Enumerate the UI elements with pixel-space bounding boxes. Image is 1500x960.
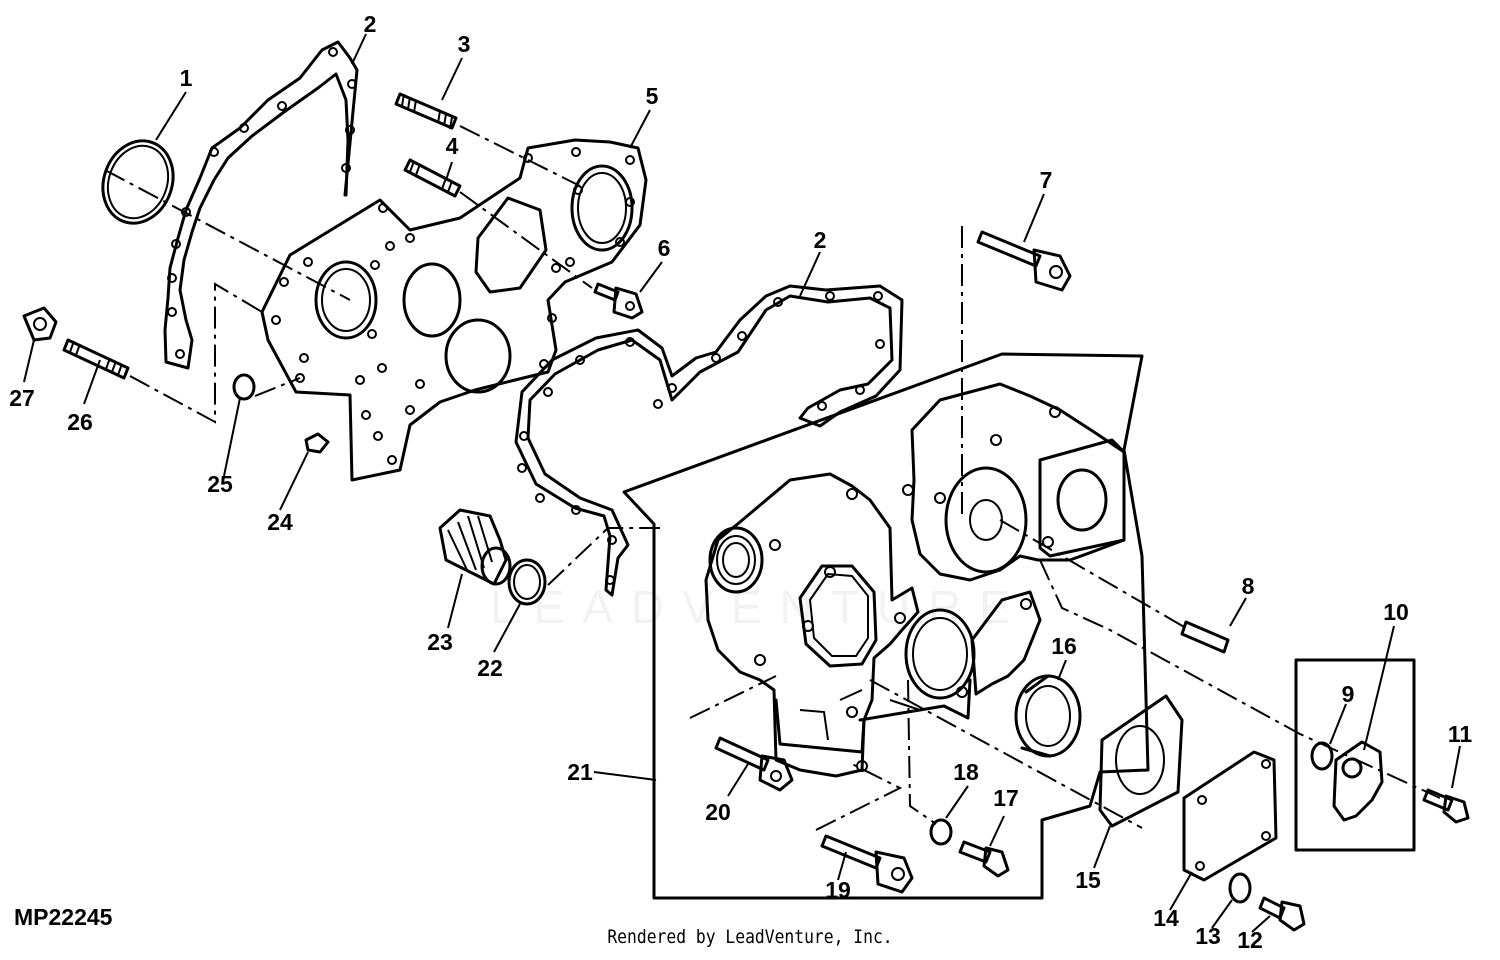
washer-part-18 xyxy=(929,818,953,846)
washer-part-13 xyxy=(1228,872,1252,904)
front-plate-part-5 xyxy=(260,138,648,482)
callout-17: 17 xyxy=(993,785,1019,811)
o-ring-part-25 xyxy=(232,373,256,401)
bolt-part-12 xyxy=(1258,896,1306,932)
callout-16: 16 xyxy=(1051,633,1077,659)
bolt-part-6 xyxy=(593,282,644,320)
watermark: LEADVENTURE xyxy=(490,581,1028,633)
callout-19: 19 xyxy=(825,877,851,903)
assembly-line-right-5 xyxy=(815,763,903,831)
dowel-part-24 xyxy=(304,432,330,454)
gasket-part-2-rear xyxy=(163,40,359,370)
assembly-line-left-1 xyxy=(104,169,351,301)
callout-23: 23 xyxy=(427,629,453,655)
gasket-part-2-front xyxy=(514,284,904,597)
callout-12: 12 xyxy=(1237,927,1263,953)
stud-part-8 xyxy=(1180,620,1230,654)
callout-26: 26 xyxy=(67,409,93,435)
callout-18: 18 xyxy=(953,759,979,785)
callout-11: 11 xyxy=(1448,721,1473,747)
oil-seal-part-16 xyxy=(1014,674,1082,758)
assembly-line-right-4 xyxy=(689,675,777,719)
footer-credit: Rendered by LeadVenture, Inc. xyxy=(607,926,893,948)
bolt-part-17 xyxy=(958,840,1010,878)
assembly-box-21 xyxy=(622,352,1150,900)
callout-2-front-gasket: 2 xyxy=(814,227,827,253)
assembly-line-mid-1 xyxy=(547,527,660,586)
cover-plate-part-14 xyxy=(1182,750,1278,882)
callout-22: 22 xyxy=(477,655,503,681)
callout-7: 7 xyxy=(1040,167,1053,193)
callout-9: 9 xyxy=(1342,681,1355,707)
assembly-line-left-5 xyxy=(459,191,593,289)
assembly-line-right-7 xyxy=(869,679,1143,829)
callout-10: 10 xyxy=(1383,599,1409,625)
assembly-line-right-3 xyxy=(1039,559,1441,799)
assembly-line-left-3 xyxy=(254,377,301,397)
assembly-line-left-2 xyxy=(129,282,263,424)
callout-leaders xyxy=(23,33,1461,933)
callout-25: 25 xyxy=(207,471,233,497)
callout-27: 27 xyxy=(9,385,35,411)
callout-numbers: 1 2 2 3 4 5 6 7 8 9 10 11 12 13 14 15 16… xyxy=(9,11,1472,953)
callout-5: 5 xyxy=(646,83,659,109)
gasket-part-15 xyxy=(1098,694,1184,828)
bolt-part-19 xyxy=(820,834,914,894)
o-ring-part-1 xyxy=(101,139,175,225)
bolt-part-20 xyxy=(714,736,794,792)
assembly-line-right-2 xyxy=(999,519,1187,629)
callout-1: 1 xyxy=(180,65,193,91)
stud-part-3 xyxy=(394,92,458,130)
callout-8: 8 xyxy=(1242,573,1255,599)
figure-id: MP22245 xyxy=(14,904,113,930)
plug-part-27 xyxy=(22,306,58,342)
callout-3: 3 xyxy=(458,31,471,57)
callout-2-rear-gasket: 2 xyxy=(364,11,377,37)
callout-24: 24 xyxy=(267,509,293,535)
stud-part-26 xyxy=(62,338,130,380)
callout-13: 13 xyxy=(1195,923,1221,949)
callout-15: 15 xyxy=(1075,867,1101,893)
bolt-part-11 xyxy=(1422,788,1470,824)
o-ring-part-22 xyxy=(507,558,547,606)
assembly-line-right-6 xyxy=(907,679,937,825)
callout-4: 4 xyxy=(446,133,459,159)
bolt-part-7 xyxy=(976,230,1072,292)
sensor-box-part-10 xyxy=(1294,658,1416,852)
stud-part-4 xyxy=(403,158,462,198)
callout-20: 20 xyxy=(705,799,731,825)
assembly-line-left-4 xyxy=(459,125,581,187)
callout-6: 6 xyxy=(658,235,671,261)
callout-14: 14 xyxy=(1153,905,1179,931)
seal-part-23 xyxy=(438,508,512,586)
callout-21: 21 xyxy=(567,759,593,785)
